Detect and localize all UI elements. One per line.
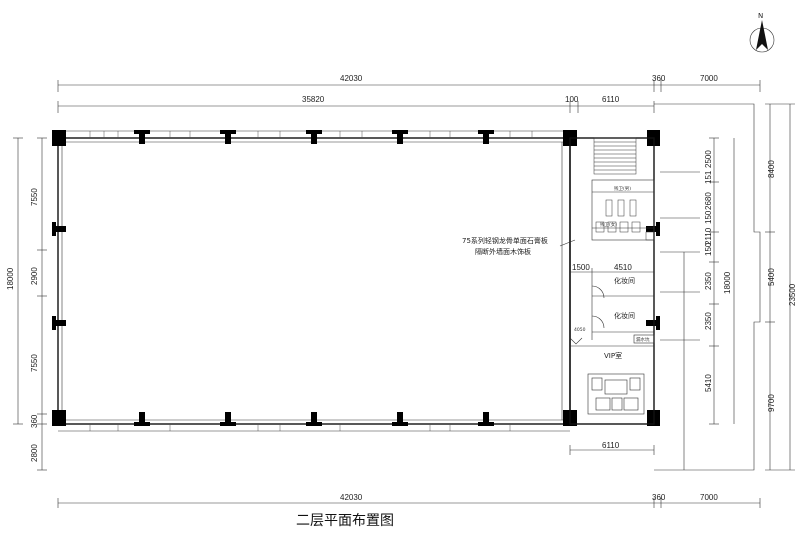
column: [478, 412, 494, 426]
dressing-room-1: 化妆间: [614, 276, 635, 285]
dim-left-total: 18000: [6, 267, 15, 290]
dim-r-2680: 2680: [704, 192, 713, 210]
dim-top-total: 42030: [340, 74, 363, 83]
dim-mid-4510: 4510: [614, 263, 632, 272]
column: [52, 130, 66, 146]
dim-far-9700: 9700: [767, 394, 776, 412]
dim-left-2900: 2900: [30, 267, 39, 285]
tiny-label-1: 4050: [574, 327, 586, 333]
dim-r-2110: 2110: [704, 227, 713, 245]
service-block: 残卫(男) 残卫(女) 75系列轻钢龙骨单面石膏板 隔断外墙面木饰板 1500 …: [462, 137, 655, 425]
dim-left-2800: 2800: [30, 444, 39, 462]
dim-mid-1500: 1500: [572, 263, 590, 272]
top-dimensions: 42030 360 7000 35820 100 6110: [57, 74, 761, 113]
columns: [52, 130, 660, 426]
terrace-outline: [654, 103, 761, 471]
column: [306, 130, 322, 144]
dim-left-7550b: 7550: [30, 354, 39, 372]
vip-sofa-set: [587, 373, 645, 415]
column: [646, 222, 660, 236]
column: [134, 130, 150, 144]
column: [52, 222, 66, 236]
stair: [593, 137, 637, 175]
dim-left-360: 360: [30, 414, 39, 428]
partition-note-line2: 隔断外墙面木饰板: [475, 247, 531, 256]
dim-r-2350b: 2350: [704, 312, 713, 330]
dim-top-100: 100: [565, 95, 579, 104]
north-label: N: [758, 12, 763, 20]
dim-far-8400: 8400: [767, 160, 776, 178]
dim-r-18000: 18000: [723, 271, 732, 294]
dressing-room-2: 化妆间: [614, 311, 635, 320]
column: [392, 130, 408, 144]
column: [478, 130, 494, 144]
dim-far-5400: 5400: [767, 268, 776, 286]
left-dimensions: 7550 2900 7550 360 2800 18000: [6, 137, 47, 471]
right-dimensions: 2500 151 2680 150 2110 150 2350 2350 541…: [704, 103, 797, 471]
drawing-title: 二层平面布置图: [296, 513, 394, 529]
north-arrow: N: [749, 12, 775, 53]
dim-top-right: 7000: [700, 74, 718, 83]
vip-room-label: VIP室: [604, 351, 622, 360]
tiny-label-2: 漏水坑: [636, 336, 650, 343]
dim-far-23500: 23500: [788, 283, 797, 306]
dim-r-150: 150: [704, 210, 713, 224]
dim-r-2350a: 2350: [704, 272, 713, 290]
wc-bottom-label: 残卫(女): [600, 221, 617, 228]
main-hall: [57, 130, 571, 432]
column: [220, 130, 236, 144]
dim-left-7550a: 7550: [30, 188, 39, 206]
column: [220, 412, 236, 426]
dim-bot-total: 42030: [340, 493, 363, 502]
column: [52, 410, 66, 426]
dim-r-151: 151: [704, 170, 713, 184]
column: [392, 412, 408, 426]
dim-top-gap: 360: [652, 74, 666, 83]
dim-bot-gap: 360: [652, 493, 666, 502]
dim-top-main: 35820: [302, 95, 325, 104]
dim-r-2500: 2500: [704, 150, 713, 168]
dim-top-6110: 6110: [602, 95, 620, 104]
column: [52, 316, 66, 330]
dim-r-5410: 5410: [704, 374, 713, 392]
column: [646, 316, 660, 330]
wc-top-label: 残卫(男): [614, 185, 631, 192]
north-arrow-icon: [756, 20, 768, 50]
dim-bot-6110: 6110: [602, 441, 620, 450]
dim-r-150b: 150: [704, 242, 713, 256]
partition-note-line1: 75系列轻钢龙骨单面石膏板: [462, 236, 548, 245]
bottom-dimensions: 6110 42030 360 7000: [57, 441, 761, 508]
column: [306, 412, 322, 426]
column: [134, 412, 150, 426]
dim-bot-right: 7000: [700, 493, 718, 502]
